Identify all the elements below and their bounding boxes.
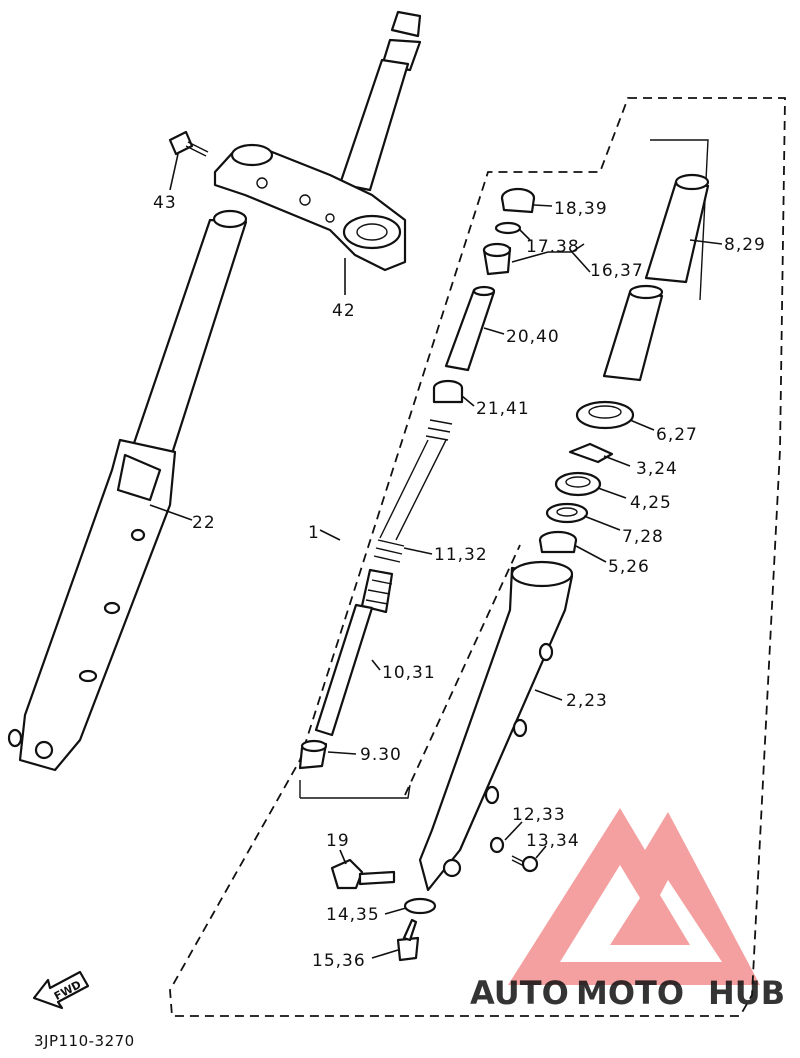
callout-9-30: 9.30 — [360, 745, 402, 765]
bushing-part-5 — [538, 530, 578, 554]
fork-assembly-part-22 — [7, 209, 248, 772]
watermark-moto: MOTO — [576, 974, 684, 1012]
callout-7-28: 7,28 — [622, 527, 664, 547]
callout-14-35: 14,35 — [326, 905, 380, 925]
callout-43: 43 — [153, 193, 177, 213]
callout-16-37: 16,37 — [590, 261, 644, 281]
callout-4-25: 4,25 — [630, 493, 672, 513]
callout-2-23: 2,23 — [566, 691, 608, 711]
cap-part-18 — [500, 187, 536, 214]
spring-group-outline — [650, 139, 709, 301]
callout-15-36: 15,36 — [312, 951, 366, 971]
fwd-arrow-icon: FWD — [32, 970, 90, 1010]
cap-bolt-part-16 — [482, 242, 512, 276]
dust-seal-part-6 — [575, 400, 635, 430]
callout-20-40: 20,40 — [506, 327, 560, 347]
screw-part-13 — [511, 855, 539, 873]
outer-tube-part-2 — [418, 560, 574, 892]
callout-13-34: 13,34 — [526, 831, 580, 851]
callout-10-31: 10,31 — [382, 663, 436, 683]
damper-group-dash — [404, 544, 521, 796]
callout-17-38: 17.38 — [526, 237, 580, 257]
callout-3-24: 3,24 — [636, 459, 678, 479]
callout-5-26: 5,26 — [608, 557, 650, 577]
ring-part-21 — [432, 379, 464, 404]
bolt-part-19 — [330, 858, 396, 890]
drain-bolt-part-15 — [396, 918, 420, 962]
watermark-triangle-icon — [508, 808, 760, 985]
watermark-logo — [508, 808, 760, 985]
callout-6-27: 6,27 — [656, 425, 698, 445]
damper-rod-part-10 — [314, 568, 394, 737]
bolt-part-43 — [168, 130, 209, 157]
leader-lines — [149, 153, 723, 959]
steering-stem-part-42 — [213, 10, 422, 272]
assembly-boundary-dashed — [169, 97, 786, 1017]
callout-21-41: 21,41 — [476, 399, 530, 419]
watermark-text: AUTO MOTO HUB — [470, 974, 785, 1012]
watermark-hub: HUB — [708, 974, 785, 1012]
spacer-pipe-part-20 — [444, 285, 496, 372]
washer-part-12 — [489, 836, 505, 854]
callout-1: 1 — [308, 523, 320, 543]
callout-18-39: 18,39 — [554, 199, 608, 219]
damper-group-outline — [299, 780, 411, 799]
callout-8-29: 8,29 — [724, 235, 766, 255]
oring-part-17 — [494, 221, 522, 235]
oil-seal-part-4 — [554, 471, 602, 497]
clip-part-3 — [568, 442, 614, 464]
callout-12-33: 12,33 — [512, 805, 566, 825]
taper-spindle-part-9 — [298, 739, 328, 770]
diagram-code: 3JP110-3270 — [34, 1032, 135, 1050]
callout-22: 22 — [192, 513, 216, 533]
watermark-auto: AUTO — [470, 974, 569, 1012]
callout-11-32: 11,32 — [434, 545, 488, 565]
washer-part-7 — [545, 502, 589, 524]
inner-tube-part-8 — [602, 173, 710, 382]
callout-42: 42 — [332, 301, 356, 321]
callout-19: 19 — [326, 831, 350, 851]
gasket-part-14 — [403, 897, 437, 915]
fork-spring-part-11 — [373, 419, 453, 563]
